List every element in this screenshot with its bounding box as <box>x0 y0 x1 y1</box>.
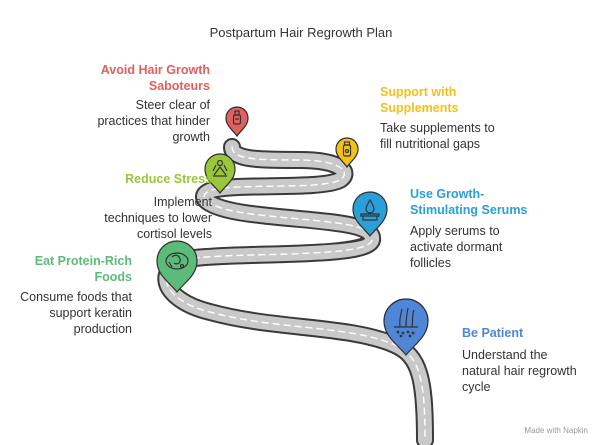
stress-description: Implement techniques to lower cortisol l… <box>104 194 212 242</box>
protein-desc-line: support keratin <box>49 306 132 320</box>
pin-serums <box>352 191 388 237</box>
serums-description: Apply serums to activate dormant follicl… <box>410 223 502 271</box>
pin-saboteurs <box>225 106 249 138</box>
serums-desc-line: Apply serums to <box>410 224 500 238</box>
saboteurs-desc-line: practices that hinder <box>97 114 210 128</box>
saboteurs-heading-line: Avoid Hair Growth <box>100 63 210 77</box>
saboteurs-heading-line: Saboteurs <box>148 79 210 93</box>
serums-heading-line: Stimulating Serums <box>410 203 528 217</box>
patient-desc-line: natural hair regrowth <box>462 364 577 378</box>
stress-desc-line: Implement <box>153 195 212 209</box>
serum-dropper-icon <box>360 198 380 221</box>
napkin-branding: Made with Napkin <box>524 426 588 435</box>
protein-heading: Eat Protein-Rich Foods <box>35 253 132 285</box>
road-surface <box>159 140 432 445</box>
patient-description: Understand the natural hair regrowth cyc… <box>462 347 577 395</box>
serums-heading-line: Use Growth- <box>410 187 485 201</box>
pin-protein <box>156 240 198 293</box>
saboteurs-description: Steer clear of practices that hinder gro… <box>97 97 210 145</box>
diagram-title: Postpartum Hair Regrowth Plan <box>209 25 393 40</box>
spray-bottle-icon <box>232 110 242 125</box>
stress-desc-line: cortisol levels <box>136 227 212 241</box>
supplements-desc-line: Take supplements to <box>380 121 495 135</box>
pin-patient <box>383 298 429 356</box>
supplements-heading-line: Supplements <box>380 101 459 115</box>
serums-desc-line: follicles <box>410 256 451 270</box>
meditation-person-icon <box>212 159 228 177</box>
supplements-description: Take supplements to fill nutritional gap… <box>380 120 495 152</box>
stress-desc-line: techniques to lower <box>104 211 212 225</box>
patient-heading: Be Patient <box>462 325 523 341</box>
protein-food-icon <box>165 252 189 270</box>
patient-heading-line: Be Patient <box>462 326 524 340</box>
stress-heading-line: Reduce Stress <box>125 172 212 186</box>
road-center-dashes <box>165 146 426 441</box>
patient-desc-line: Understand the <box>462 348 548 362</box>
serums-desc-line: activate dormant <box>410 240 503 254</box>
protein-heading-line: Foods <box>94 270 133 284</box>
supplements-desc-line: fill nutritional gaps <box>380 137 481 151</box>
protein-desc-line: Consume foods that <box>20 290 132 304</box>
supplement-bottle-icon <box>342 141 352 157</box>
protein-heading-line: Eat Protein-Rich <box>34 254 132 268</box>
protein-description: Consume foods that support keratin produ… <box>20 289 132 337</box>
patient-desc-line: cycle <box>462 380 491 394</box>
hair-follicle-icon <box>394 307 418 338</box>
stress-heading: Reduce Stress <box>125 171 212 187</box>
saboteurs-desc-line: Steer clear of <box>135 98 210 112</box>
protein-desc-line: production <box>73 322 132 336</box>
saboteurs-heading: Avoid Hair Growth Saboteurs <box>101 62 210 94</box>
saboteurs-desc-line: growth <box>172 130 210 144</box>
serums-heading: Use Growth- Stimulating Serums <box>410 186 527 218</box>
pin-supplements <box>335 137 359 169</box>
supplements-heading-line: Support with <box>380 85 457 99</box>
supplements-heading: Support with Supplements <box>380 84 459 116</box>
pin-stress <box>204 153 236 194</box>
